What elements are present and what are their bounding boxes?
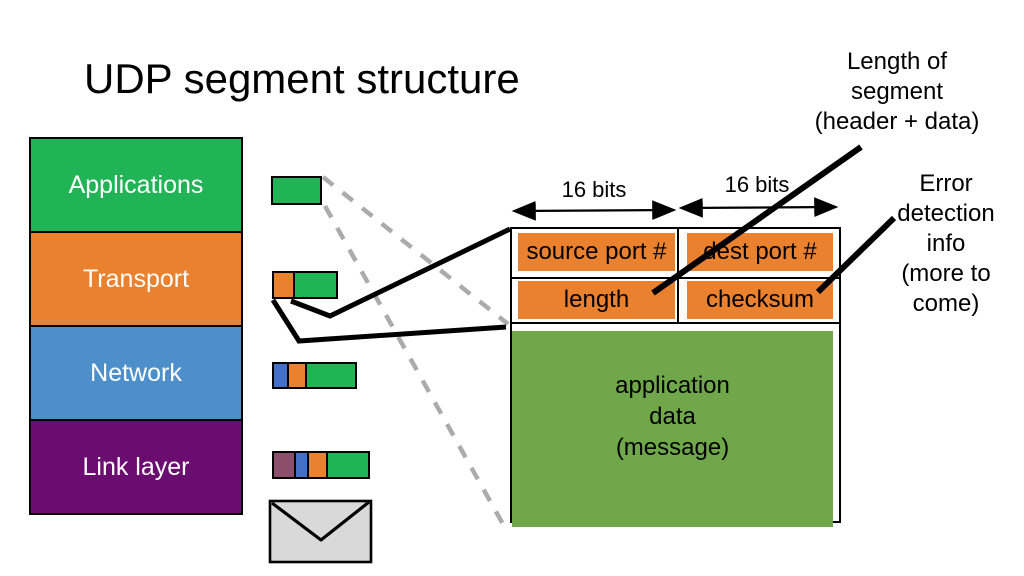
slide-title: UDP segment structure — [84, 55, 520, 102]
stack-layer-transport: Transport — [31, 231, 241, 325]
bar-segment-ip-header — [274, 364, 287, 387]
bar-segment-ip-header — [294, 453, 307, 477]
payload-line: (message) — [615, 434, 730, 461]
field-dest-port: dest port # — [687, 233, 833, 271]
bar-application-message — [271, 176, 322, 205]
header-row-divider-1 — [512, 277, 839, 279]
bar-segment-udp-header — [287, 364, 305, 387]
bar-link-frame — [272, 451, 370, 479]
field-length: length — [518, 281, 675, 319]
header-column-divider — [677, 229, 679, 322]
annotation-line: info — [926, 230, 966, 257]
bar-transport-segment — [272, 271, 338, 299]
envelope-icon — [268, 499, 373, 564]
bar-segment-message — [326, 453, 368, 477]
annotation-line: (header + data) — [814, 108, 980, 135]
length-annotation: Length of segment (header + data) — [815, 47, 980, 137]
field-source-port: source port # — [518, 233, 675, 271]
annotation-line: segment — [850, 78, 944, 105]
bit-width-arrow-right — [678, 197, 839, 218]
annotation-line: Length of — [846, 48, 948, 75]
bit-width-arrow-left — [511, 200, 677, 221]
annotation-line: Error — [919, 170, 973, 197]
bar-segment-message — [293, 273, 336, 297]
error-annotation: Error detection info (more to come) — [897, 169, 994, 319]
annotation-line: detection — [897, 200, 995, 227]
payload-line: data — [649, 403, 696, 430]
bar-segment-udp-header — [274, 273, 293, 297]
protocol-stack: Applications Transport Network Link laye… — [29, 137, 243, 515]
dashed-projection-top — [321, 175, 510, 326]
payload-line: application — [615, 372, 730, 399]
annotation-line: (more to — [901, 260, 991, 287]
segment-expansion-line-bottom — [270, 298, 507, 344]
bit-width-label-left: 16 bits — [561, 177, 627, 202]
envelope-body — [268, 499, 373, 564]
stack-layer-link: Link layer — [31, 419, 241, 513]
annotation-line: come) — [912, 290, 980, 317]
bar-segment-message — [273, 178, 320, 203]
bar-segment-udp-header — [307, 453, 326, 477]
header-row-divider-2 — [512, 322, 839, 324]
bar-segment-frame-header — [274, 453, 294, 477]
field-checksum: checksum — [687, 281, 833, 319]
stack-layer-applications: Applications — [31, 139, 241, 231]
bit-width-label-right: 16 bits — [724, 172, 790, 197]
bar-network-datagram — [272, 362, 357, 389]
stack-layer-network: Network — [31, 325, 241, 419]
bar-segment-message — [305, 364, 355, 387]
field-application-data: application data (message) — [512, 331, 833, 527]
